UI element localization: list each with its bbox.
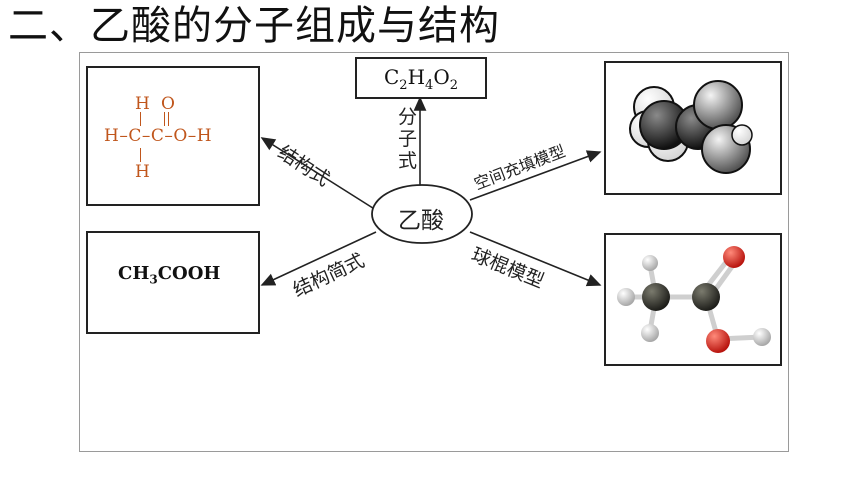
arrow-structural [260,137,377,211]
edge-label-molecular: 分子式 [398,106,418,172]
structural-formula: H O H–C–C–O–H H [88,68,258,204]
bond-c-o-double-2 [168,112,169,126]
ball-stick-model-box [604,233,782,366]
structural-formula-box: H O H–C–C–O–H H [86,66,260,206]
atom-o-top: O [161,94,175,114]
arrow-space-filling [469,150,602,201]
condensed-formula: CH3COOH [118,263,221,287]
atom-h-bottom: H [135,162,150,182]
molecular-formula-box: C2H4O2 [355,57,487,99]
bond-c-o-double-1 [164,112,165,126]
arrow-condensed [260,231,377,286]
arrow-ball-stick [469,231,602,287]
bond-c-h-top [140,112,141,126]
structural-main-row: H–C–C–O–H [104,126,213,146]
molecular-formula: C2H4O2 [383,65,458,93]
condensed-formula-box: CH3COOH [86,231,260,334]
ball-stick-model-image [617,246,771,353]
space-filling-model-image [629,80,753,174]
bond-c-h-bottom [140,148,141,162]
page-title: 二、乙酸的分子组成与结构 [8,3,500,49]
atom-h-top: H [135,94,150,114]
center-label: 乙酸 [398,208,444,234]
space-filling-model-box [604,61,782,195]
center-ellipse [371,184,473,244]
